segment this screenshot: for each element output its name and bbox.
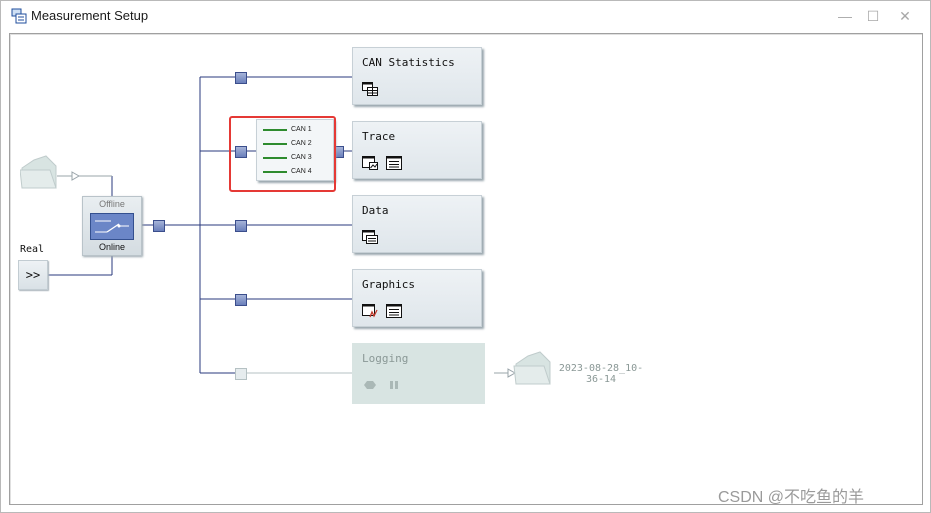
graphics-node[interactable]: [235, 294, 247, 306]
highlight-box: [229, 116, 336, 192]
can-channel-label: CAN 3: [291, 154, 312, 161]
can-channel-filter-block[interactable]: CAN 1 CAN 2 CAN 3 CAN 4: [256, 119, 334, 181]
window-title: Measurement Setup: [31, 8, 149, 23]
logging-file-name-line1: 2023-08-28_10-: [558, 363, 644, 374]
can-channel-row: CAN 1: [263, 124, 333, 136]
can-channel-line: [263, 171, 287, 173]
logging-node[interactable]: [235, 368, 247, 380]
real-source-block[interactable]: >>: [18, 260, 48, 290]
data-node[interactable]: [235, 220, 247, 232]
minimize-button[interactable]: —: [838, 8, 852, 24]
connection-wires: [47, 76, 517, 378]
switch-icon: [95, 220, 129, 233]
watermark: CSDN @不吃鱼的羊: [718, 489, 865, 506]
list-icon[interactable]: [386, 304, 403, 318]
data-title: Data: [362, 204, 389, 217]
can-channel-line: [263, 143, 287, 145]
maximize-button[interactable]: ☐: [866, 8, 880, 24]
can-statistics-block[interactable]: CAN Statistics: [352, 47, 482, 105]
can-channel-row: CAN 3: [263, 152, 333, 164]
title-bar[interactable]: Measurement Setup — ☐ ✕: [1, 1, 930, 31]
pause-icon[interactable]: [386, 378, 402, 392]
graphics-block[interactable]: Graphics: [352, 269, 482, 327]
statistics-table-icon[interactable]: [362, 82, 378, 96]
close-button[interactable]: ✕: [899, 8, 911, 24]
logging-block[interactable]: Logging: [352, 343, 485, 404]
can-channel-label: CAN 4: [291, 168, 312, 175]
mode-switch[interactable]: [90, 213, 134, 240]
can-statistics-title: CAN Statistics: [362, 56, 455, 69]
can-channel-line: [263, 129, 287, 131]
can-statistics-node[interactable]: [235, 72, 247, 84]
trace-filter-input-node[interactable]: [235, 146, 247, 158]
can-channel-label: CAN 1: [291, 126, 312, 133]
can-channel-row: CAN 2: [263, 138, 333, 150]
data-block[interactable]: Data: [352, 195, 482, 253]
list-icon[interactable]: [386, 156, 403, 170]
can-channel-label: CAN 2: [291, 140, 312, 147]
trace-title: Trace: [362, 130, 396, 143]
stop-icon[interactable]: [362, 378, 378, 392]
graph-window-icon[interactable]: [362, 304, 378, 318]
trunk-node[interactable]: [153, 220, 165, 232]
logging-file-name-line2: 36-14: [585, 374, 617, 385]
measurement-setup-app-icon: [11, 8, 27, 24]
can-channel-row: CAN 4: [263, 166, 333, 178]
logging-file-name: 2023-08-28_10- 36-14: [553, 363, 649, 385]
logging-output-folder-icon[interactable]: [512, 350, 554, 386]
offline-source-folder-icon[interactable]: [20, 154, 60, 190]
trace-block[interactable]: Trace: [352, 121, 482, 179]
measurement-setup-canvas[interactable]: Offline Online Real >>: [9, 33, 923, 505]
graphics-title: Graphics: [362, 278, 415, 291]
logging-title: Logging: [362, 352, 409, 365]
real-label: Real: [20, 244, 45, 255]
window-icon[interactable]: [362, 156, 378, 170]
offline-online-switch-block[interactable]: Offline Online: [82, 196, 142, 256]
data-window-icon[interactable]: [362, 230, 378, 244]
online-label: Online: [98, 242, 125, 252]
offline-label: Offline: [99, 199, 125, 209]
can-channel-line: [263, 157, 287, 159]
